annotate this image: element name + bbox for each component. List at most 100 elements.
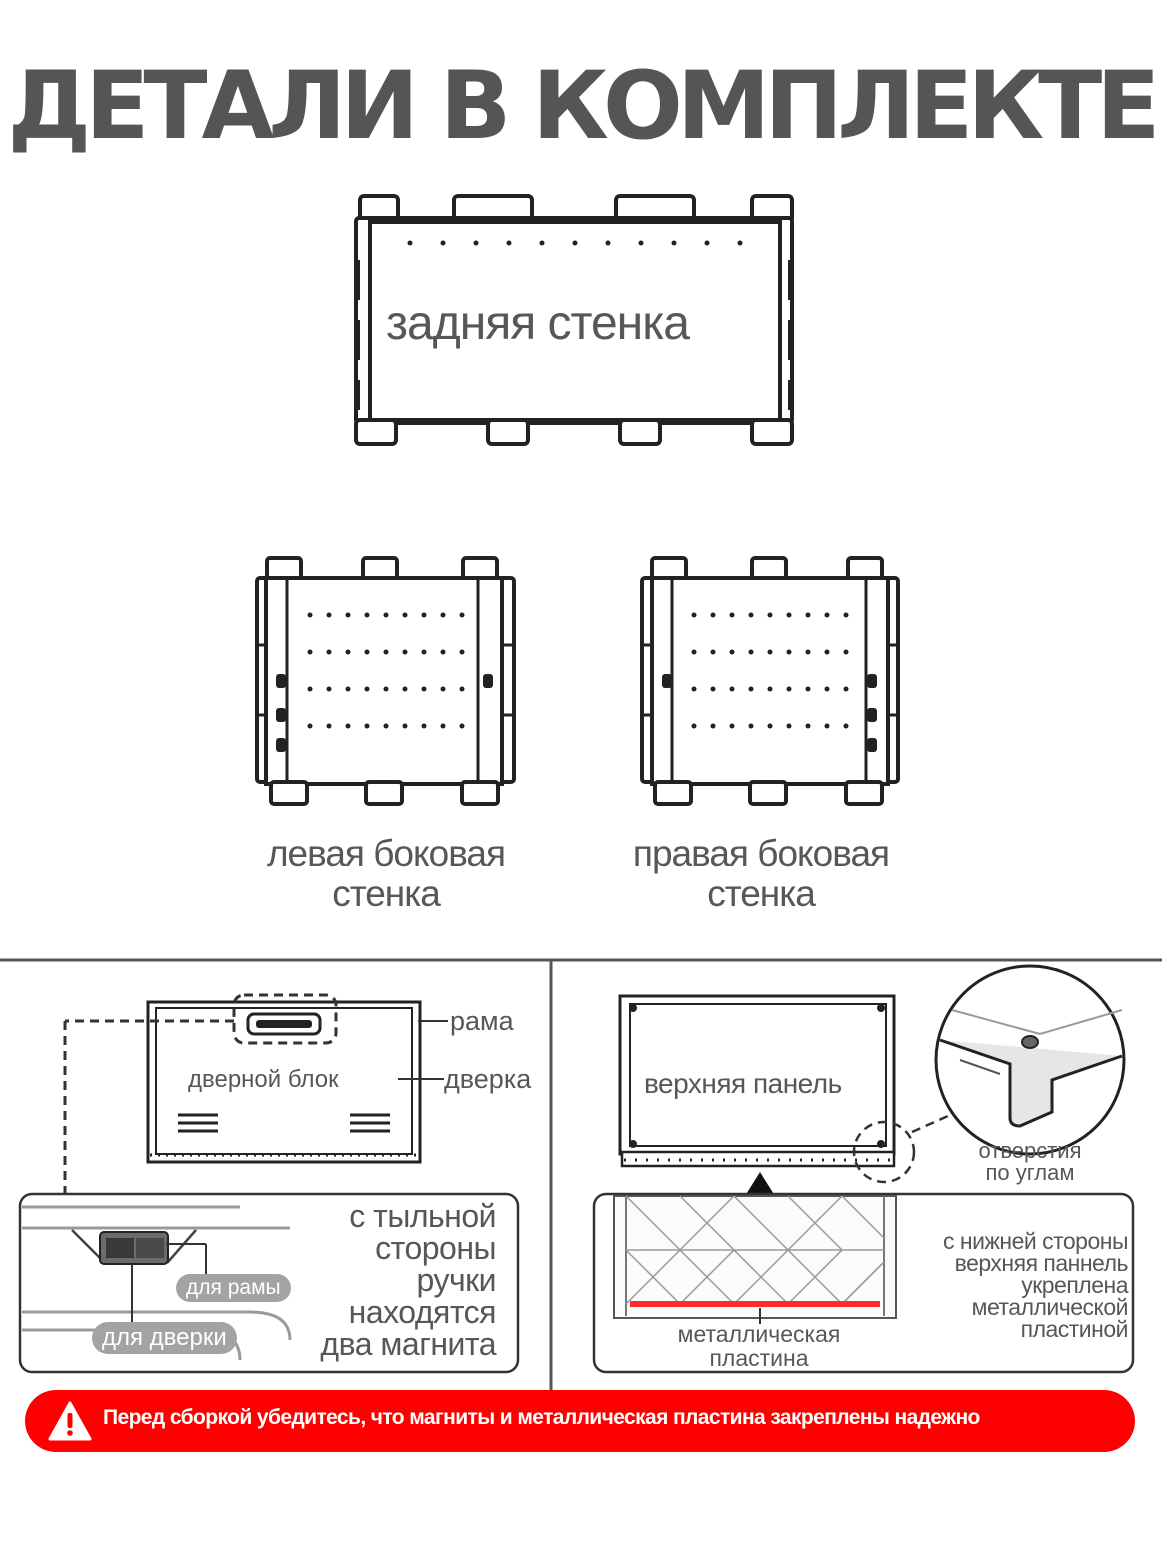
panel-hole: [729, 686, 735, 692]
corner-holes-label-line: по углам: [985, 1160, 1075, 1185]
frame-label: рама: [450, 1006, 514, 1036]
panel-hole: [459, 612, 465, 618]
panel-hole: [748, 686, 754, 692]
panel-hole: [383, 649, 389, 655]
panel-hole: [345, 612, 351, 618]
panel-hole: [345, 686, 351, 692]
panel-hole: [307, 612, 313, 618]
panel-hole: [748, 723, 754, 729]
panel-hole: [364, 612, 370, 618]
panel-hole: [440, 686, 446, 692]
metal-plate-label: металлическая пластина: [652, 1322, 866, 1370]
top-panel-diagram: [592, 964, 1135, 1374]
panel-hole: [459, 686, 465, 692]
panel-hole: [767, 612, 773, 618]
magnets-note-line: находятся: [348, 1294, 497, 1330]
panel-hole: [691, 649, 697, 655]
panel-hole: [307, 723, 313, 729]
panel-hole: [710, 686, 716, 692]
magnets-note-line: стороны: [375, 1230, 496, 1266]
panel-hole: [786, 612, 792, 618]
panel-hole: [729, 649, 735, 655]
panel-hole: [786, 686, 792, 692]
left-wall-label-line1: левая боковая: [266, 833, 506, 874]
panel-hole: [402, 686, 408, 692]
warning-text: Перед сборкой убедитесь, что магниты и м…: [103, 1406, 980, 1429]
left-wall-label-line2: стенка: [332, 873, 441, 914]
panel-hole: [824, 649, 830, 655]
panel-hole: [326, 612, 332, 618]
panel-hole: [402, 723, 408, 729]
for-door-badge: для дверки: [92, 1322, 237, 1354]
panel-hole: [748, 612, 754, 618]
panel-hole: [691, 686, 697, 692]
metal-plate-label-line: пластина: [709, 1345, 809, 1371]
panel-hole: [729, 612, 735, 618]
panel-hole: [805, 723, 811, 729]
metal-plate-label-line: металлическая: [677, 1321, 841, 1347]
back-wall-diagram: [354, 194, 794, 446]
panel-hole: [710, 612, 716, 618]
left-wall-diagram: [255, 556, 516, 806]
panel-hole: [307, 649, 313, 655]
panel-hole: [459, 723, 465, 729]
panel-hole: [440, 723, 446, 729]
corner-holes-label: отверстия по углам: [950, 1140, 1110, 1184]
panel-hole: [459, 649, 465, 655]
panel-hole: [691, 612, 697, 618]
panel-hole: [402, 612, 408, 618]
top-panel-label: верхняя панель: [644, 1068, 842, 1099]
panel-hole: [805, 686, 811, 692]
plate-note-line: верхняя паннель: [954, 1250, 1129, 1276]
panel-hole: [767, 723, 773, 729]
panel-hole: [421, 649, 427, 655]
panel-hole: [326, 649, 332, 655]
panel-hole: [710, 649, 716, 655]
magnets-note-line: с тыльной: [349, 1198, 496, 1234]
panel-hole: [383, 686, 389, 692]
page-title: ДЕТАЛИ В КОМПЛЕКТЕ: [7, 52, 1160, 161]
panel-hole: [364, 686, 370, 692]
panel-hole: [786, 723, 792, 729]
plate-note-line: пластиной: [1020, 1316, 1129, 1342]
plate-note-line: укреплена: [1021, 1272, 1128, 1298]
plate-note-line: металлической: [971, 1294, 1129, 1320]
plate-note: с нижней стороны верхняя паннель укрепле…: [890, 1228, 1129, 1342]
panel-hole: [326, 686, 332, 692]
warning-icon: [48, 1401, 92, 1441]
panel-hole: [345, 723, 351, 729]
back-wall-label: задняя стенка: [386, 297, 690, 350]
panel-hole: [421, 612, 427, 618]
right-wall-label-line2: стенка: [707, 873, 816, 914]
right-wall-label-line1: правая боковая: [632, 833, 890, 874]
magnets-note-line: два магнита: [320, 1326, 496, 1362]
section-dividers: [0, 958, 1162, 1390]
panel-hole: [824, 723, 830, 729]
panel-hole: [843, 649, 849, 655]
panel-hole: [767, 686, 773, 692]
panel-hole: [364, 649, 370, 655]
left-wall-label: левая боковая стенка: [248, 834, 524, 914]
panel-hole: [805, 612, 811, 618]
right-wall-diagram: [640, 556, 900, 806]
panel-hole: [767, 649, 773, 655]
door-label: дверка: [444, 1064, 532, 1094]
panel-hole: [843, 723, 849, 729]
panel-hole: [345, 649, 351, 655]
panel-hole: [805, 649, 811, 655]
plate-note-line: с нижней стороны: [943, 1228, 1128, 1254]
right-wall-label: правая боковая стенка: [612, 834, 910, 914]
panel-hole: [383, 612, 389, 618]
magnets-note: с тыльной стороны ручки находятся два ма…: [260, 1200, 496, 1360]
panel-hole: [402, 649, 408, 655]
panel-hole: [824, 686, 830, 692]
panel-hole: [364, 723, 370, 729]
warning-banner: [25, 1390, 1135, 1452]
panel-hole: [421, 686, 427, 692]
panel-hole: [710, 723, 716, 729]
panel-hole: [729, 723, 735, 729]
panel-hole: [383, 723, 389, 729]
for-frame-badge: для рамы: [176, 1274, 291, 1302]
panel-hole: [307, 686, 313, 692]
corner-holes-label-line: отверстия: [978, 1138, 1082, 1163]
